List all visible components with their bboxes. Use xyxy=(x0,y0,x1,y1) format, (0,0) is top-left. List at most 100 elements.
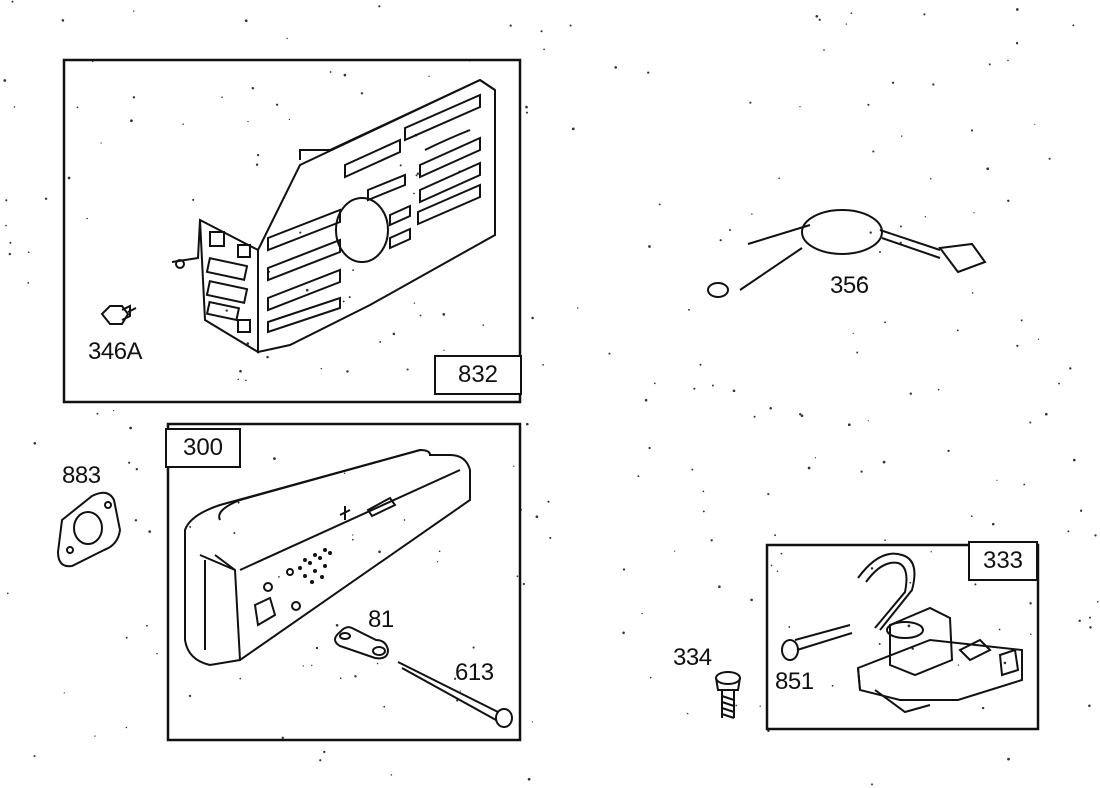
speckle-dot xyxy=(266,355,269,359)
speckle-dot xyxy=(981,706,985,710)
speckle-dot xyxy=(923,13,926,16)
speckle-dot xyxy=(509,24,512,27)
speckle-dot xyxy=(856,351,859,354)
speckle-dot xyxy=(1096,600,1099,603)
speckle-dot xyxy=(1037,338,1040,340)
speckle-dot xyxy=(525,111,529,114)
speckle-dot xyxy=(1072,24,1075,27)
speckle-dot xyxy=(648,446,651,450)
speckle-dot xyxy=(376,662,379,665)
speckle-dot xyxy=(453,677,457,680)
speckle-dot xyxy=(818,18,821,21)
speckle-dot xyxy=(156,652,158,655)
speckle-dot xyxy=(1003,661,1007,665)
box-832-frame xyxy=(62,58,522,404)
speckle-dot xyxy=(753,415,756,418)
speckle-dot xyxy=(542,364,544,366)
speckle-dot xyxy=(221,96,223,98)
speckle-dot xyxy=(399,164,402,167)
speckle-dot xyxy=(378,5,381,8)
speckle-dot xyxy=(571,127,575,131)
speckle-dot xyxy=(442,313,446,316)
speckle-dot xyxy=(146,624,148,627)
speckle-dot xyxy=(237,501,240,504)
speckle-dot xyxy=(1072,458,1076,462)
speckle-dot xyxy=(699,363,702,366)
speckle-dot xyxy=(767,729,770,733)
speckle-dot xyxy=(244,19,248,23)
bolt-613-drawing xyxy=(397,661,513,728)
speckle-dot xyxy=(884,539,886,542)
speckle-dot xyxy=(360,92,364,95)
speckle-dot xyxy=(419,314,422,317)
speckle-dot xyxy=(710,539,713,542)
speckle-dot xyxy=(647,71,650,74)
speckle-dot xyxy=(33,442,37,445)
speckle-dot xyxy=(525,105,528,109)
speckle-dot xyxy=(286,37,288,40)
speckle-dot xyxy=(1058,382,1061,385)
speckle-dot xyxy=(27,282,30,284)
speckle-dot xyxy=(233,532,236,534)
speckle-dot xyxy=(343,73,347,77)
label-81: 81 xyxy=(368,606,394,633)
speckle-dot xyxy=(974,583,977,586)
speckle-dot xyxy=(403,519,406,521)
speckle-dot xyxy=(648,245,651,248)
speckle-dot xyxy=(774,534,777,537)
box-333-frame xyxy=(765,543,1040,731)
speckle-dot xyxy=(937,388,940,391)
speckle-dot xyxy=(351,538,354,541)
speckle-dot xyxy=(780,552,783,555)
speckle-dot xyxy=(1079,509,1083,512)
speckle-dot xyxy=(133,10,135,12)
speckle-dot xyxy=(540,30,543,33)
speckle-dot xyxy=(443,349,445,351)
speckle-dot xyxy=(695,660,698,662)
speckle-dot xyxy=(729,229,731,231)
speckle-dot xyxy=(9,241,12,244)
speckle-dot xyxy=(750,598,753,602)
speckle-dot xyxy=(770,564,773,567)
speckle-dot xyxy=(569,24,572,27)
speckle-dot xyxy=(673,550,676,552)
speckle-dot xyxy=(693,387,696,390)
speckle-dot xyxy=(909,581,912,584)
speckle-dot xyxy=(302,665,304,667)
speckle-dot xyxy=(1034,123,1036,125)
speckle-dot xyxy=(320,367,323,370)
speckle-dot xyxy=(778,177,780,180)
speckle-dot xyxy=(535,515,539,519)
speckle-dot xyxy=(189,525,192,528)
speckle-dot xyxy=(273,457,276,460)
speckle-dot xyxy=(342,300,345,303)
speckle-dot xyxy=(1089,626,1092,629)
speckle-dot xyxy=(735,704,738,707)
speckle-dot xyxy=(1089,616,1091,619)
speckle-dot xyxy=(879,251,881,253)
speckle-dot xyxy=(459,690,461,692)
label-613: 613 xyxy=(455,659,494,686)
speckle-dot xyxy=(900,135,903,137)
speckle-dot xyxy=(799,413,802,416)
speckle-dot xyxy=(691,468,694,471)
gasket-883-drawing xyxy=(56,491,122,568)
label-883: 883 xyxy=(62,462,101,489)
speckle-dot xyxy=(899,241,902,244)
speckle-dot xyxy=(281,736,284,739)
speckle-dot xyxy=(1029,421,1032,424)
speckle-dot xyxy=(1007,59,1009,62)
speckle-dot xyxy=(1007,199,1010,203)
speckle-dot xyxy=(1067,530,1070,533)
speckle-dot xyxy=(649,676,652,679)
box-300-frame xyxy=(166,422,522,742)
speckle-dot xyxy=(1048,157,1051,160)
speckle-dot xyxy=(1015,42,1019,45)
speckle-dot xyxy=(996,479,998,481)
speckle-dot xyxy=(256,153,260,157)
speckle-dot xyxy=(323,750,326,754)
speckle-dot xyxy=(867,103,870,106)
speckle-dot xyxy=(576,307,579,309)
speckle-dot xyxy=(702,510,705,513)
speckle-dot xyxy=(732,389,736,393)
